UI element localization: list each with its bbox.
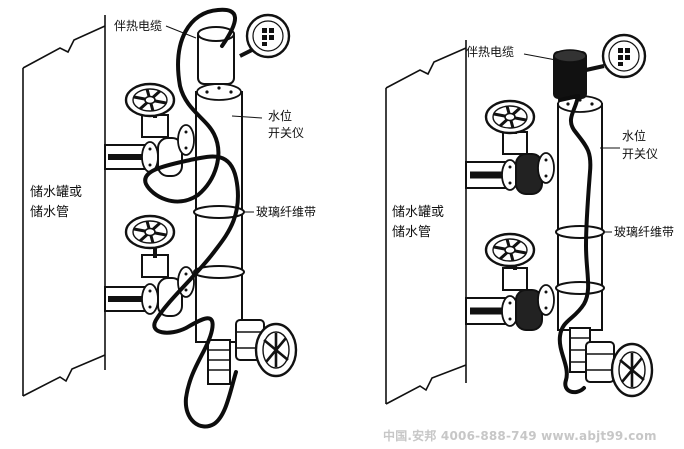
label-heat-cable-left: 伴热电缆 xyxy=(114,19,163,33)
pressure-gauge-icon xyxy=(601,33,647,79)
side-handwheel-icon xyxy=(610,342,654,398)
watermark: 中国.安邦 4006-888-749 www.abjt99.com xyxy=(383,429,657,443)
valve-handwheel-icon xyxy=(124,214,176,250)
side-handwheel-icon xyxy=(254,322,298,378)
pressure-gauge-icon xyxy=(245,13,291,59)
valve-handwheel-icon xyxy=(484,99,536,135)
label-level-switch-right-1: 水位 xyxy=(622,129,647,143)
label-glass-tape-right: 玻璃纤维带 xyxy=(614,225,675,239)
tank-wall-right xyxy=(385,40,467,405)
pipe-lower-left xyxy=(104,240,195,317)
heat-cable-left xyxy=(143,7,240,429)
heat-cable-right xyxy=(557,94,593,395)
diagram-right xyxy=(385,33,654,405)
glass-tape-band-left xyxy=(193,205,245,279)
label-tank-right-1: 储水罐或 xyxy=(392,205,445,220)
label-tank-left-1: 储水罐或 xyxy=(30,185,83,200)
label-heat-cable-right: 伴热电缆 xyxy=(466,45,515,59)
diagram-left xyxy=(22,7,298,429)
label-tank-left-2: 储水管 xyxy=(30,205,70,220)
label-level-switch-right-2: 开关仪 xyxy=(622,147,659,161)
label-level-switch-left-1: 水位 xyxy=(268,109,293,123)
valve-handwheel-icon xyxy=(484,232,536,268)
label-level-switch-left-2: 开关仪 xyxy=(268,126,305,140)
pipe-lower-right xyxy=(465,254,555,331)
valve-handwheel-icon xyxy=(124,82,176,118)
pipe-upper-right xyxy=(465,118,555,195)
label-tank-right-2: 储水管 xyxy=(392,225,432,240)
label-glass-tape-left: 玻璃纤维带 xyxy=(256,205,317,219)
pipe-upper-left xyxy=(104,100,195,177)
leader-lines xyxy=(165,25,620,233)
